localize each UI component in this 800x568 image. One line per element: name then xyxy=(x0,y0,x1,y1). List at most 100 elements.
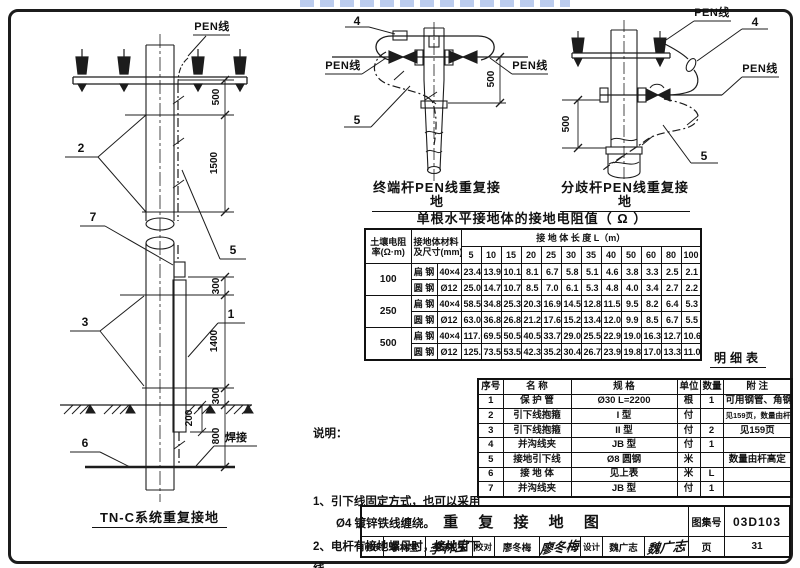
reviewer-signature: 李林宝 xyxy=(425,536,472,556)
bom-cell: 3 xyxy=(477,422,504,439)
bom-cell xyxy=(722,466,793,483)
length-span-header: 接 地 体 长 度 L（m） xyxy=(460,228,702,247)
designer-label: 设计 xyxy=(580,536,602,556)
pen-top-label: PEN线 xyxy=(694,7,730,19)
dim-800: 800 xyxy=(211,427,222,445)
material-value: 圆 钢 xyxy=(410,279,438,296)
callout-5: 5 xyxy=(229,243,237,257)
resistance-value: 19.0 xyxy=(620,327,642,344)
pen-line-label: PEN线 xyxy=(194,21,230,33)
bom-cell: 见上表 xyxy=(570,466,678,483)
resistance-value: 8.5 xyxy=(520,279,542,296)
weld-label: 焊接 xyxy=(225,432,247,444)
bom-cell: Ø8 圆钢 xyxy=(570,451,678,468)
bom-cell: 付 xyxy=(676,437,701,453)
dim-500-right: 500 xyxy=(561,115,572,133)
right-dimension xyxy=(562,95,606,153)
bom-cell: I 型 xyxy=(570,408,678,424)
bom-cell: 1 xyxy=(699,437,724,453)
page-label: 页 xyxy=(688,536,724,556)
bom-header: 附 注 xyxy=(722,378,793,395)
resistance-value: 10.6 xyxy=(680,327,702,344)
length-tick: 15 xyxy=(500,246,522,264)
resistance-value: 19.8 xyxy=(620,343,642,361)
sheet-title: 重 复 接 地 图 xyxy=(443,514,607,531)
resistance-value: 5.1 xyxy=(580,263,602,280)
size-value: 40×4 xyxy=(436,263,462,280)
size-value: Ø12 xyxy=(436,279,462,296)
middle-callout-leaders xyxy=(325,26,548,128)
length-tick: 40 xyxy=(600,246,622,264)
note-line: Ø4 镀锌铁线缠绕。 xyxy=(313,518,436,530)
resistance-value: 6.7 xyxy=(540,263,562,280)
note-line: 1、引下线固定方式，也可以采用 xyxy=(313,495,481,508)
strain-insulators xyxy=(388,50,478,64)
bom-header: 数量 xyxy=(699,378,724,395)
resistance-value: 26.7 xyxy=(580,343,602,361)
resistance-value: 3.8 xyxy=(620,263,642,280)
middle-pole-diagram xyxy=(325,22,548,182)
resistance-value: 12.7 xyxy=(660,327,682,344)
bom-cell: 接 地 体 xyxy=(502,466,572,483)
page-number: 31 xyxy=(724,536,789,556)
resistance-value: 21.2 xyxy=(520,311,542,328)
resistance-value: 13.3 xyxy=(660,343,682,361)
callout-7: 7 xyxy=(89,210,97,224)
resistance-value: 11.0 xyxy=(680,343,702,361)
callout-5-right: 5 xyxy=(700,149,708,163)
resistance-value: 2.7 xyxy=(660,279,682,296)
resistance-value: 25.0 xyxy=(460,279,482,296)
checker-signature: 廖冬梅 xyxy=(539,536,580,556)
bom-cell: 接地引下线 xyxy=(502,451,572,468)
callout-3: 3 xyxy=(81,315,89,329)
bom-header: 名 称 xyxy=(502,378,572,395)
resistance-value: 16.9 xyxy=(540,295,562,312)
resistance-value: 34.8 xyxy=(480,295,502,312)
resistance-value: 5.5 xyxy=(680,311,702,328)
resistance-value: 125.0 xyxy=(460,343,482,361)
length-tick: 20 xyxy=(520,246,542,264)
left-diagram-caption: TN-C系统重复接地 xyxy=(92,511,227,528)
soil-resistivity-header: 土壤电阻 率(Ω·m) xyxy=(364,228,412,264)
insulators xyxy=(75,49,247,93)
bom-cell: L xyxy=(699,466,724,483)
callout-4-right: 4 xyxy=(751,15,759,29)
soil-resistivity-value: 250 xyxy=(364,295,412,328)
resistance-value: 6.7 xyxy=(660,311,682,328)
dim-1400: 1400 xyxy=(209,329,220,353)
soil-resistivity-value: 500 xyxy=(364,327,412,361)
title-block: 重 复 接 地 图 图集号 03D103 审核 李林宝 李林宝 校对 廖冬梅 廖… xyxy=(360,505,791,558)
bom-cell xyxy=(722,437,793,453)
bom-cell: 米 xyxy=(676,466,701,483)
resistance-value: 6.4 xyxy=(660,295,682,312)
resistance-value: 3.3 xyxy=(640,263,662,280)
length-tick: 35 xyxy=(580,246,602,264)
resistance-value: 14.7 xyxy=(480,279,502,296)
pen-right-label-2: PEN线 xyxy=(742,63,778,75)
resistance-value: 69.5 xyxy=(480,327,502,344)
bom-cell: 4 xyxy=(477,437,504,453)
bom-header-row: 序号名 称规 格单位数量附 注 xyxy=(477,378,793,395)
resistance-value: 33.7 xyxy=(540,327,562,344)
bom-cell xyxy=(699,451,724,468)
resistance-value: 8.1 xyxy=(520,263,542,280)
dim-500: 500 xyxy=(211,88,222,106)
resistance-value: 6.1 xyxy=(560,279,582,296)
length-tick: 80 xyxy=(660,246,682,264)
resistance-value: 16.3 xyxy=(640,327,662,344)
reviewer-name: 李林宝 xyxy=(383,536,425,556)
left-pole-diagram xyxy=(60,34,257,502)
soil-resistivity-value: 100 xyxy=(364,263,412,296)
bom-header: 规 格 xyxy=(570,378,678,395)
resistance-value: 12.8 xyxy=(580,295,602,312)
size-value: Ø12 xyxy=(436,311,462,328)
bom-cell: 引下线抱箍 xyxy=(502,422,572,439)
resistance-value: 58.5 xyxy=(460,295,482,312)
bom-cell: 2 xyxy=(699,422,724,439)
size-value: 40×4 xyxy=(436,327,462,344)
